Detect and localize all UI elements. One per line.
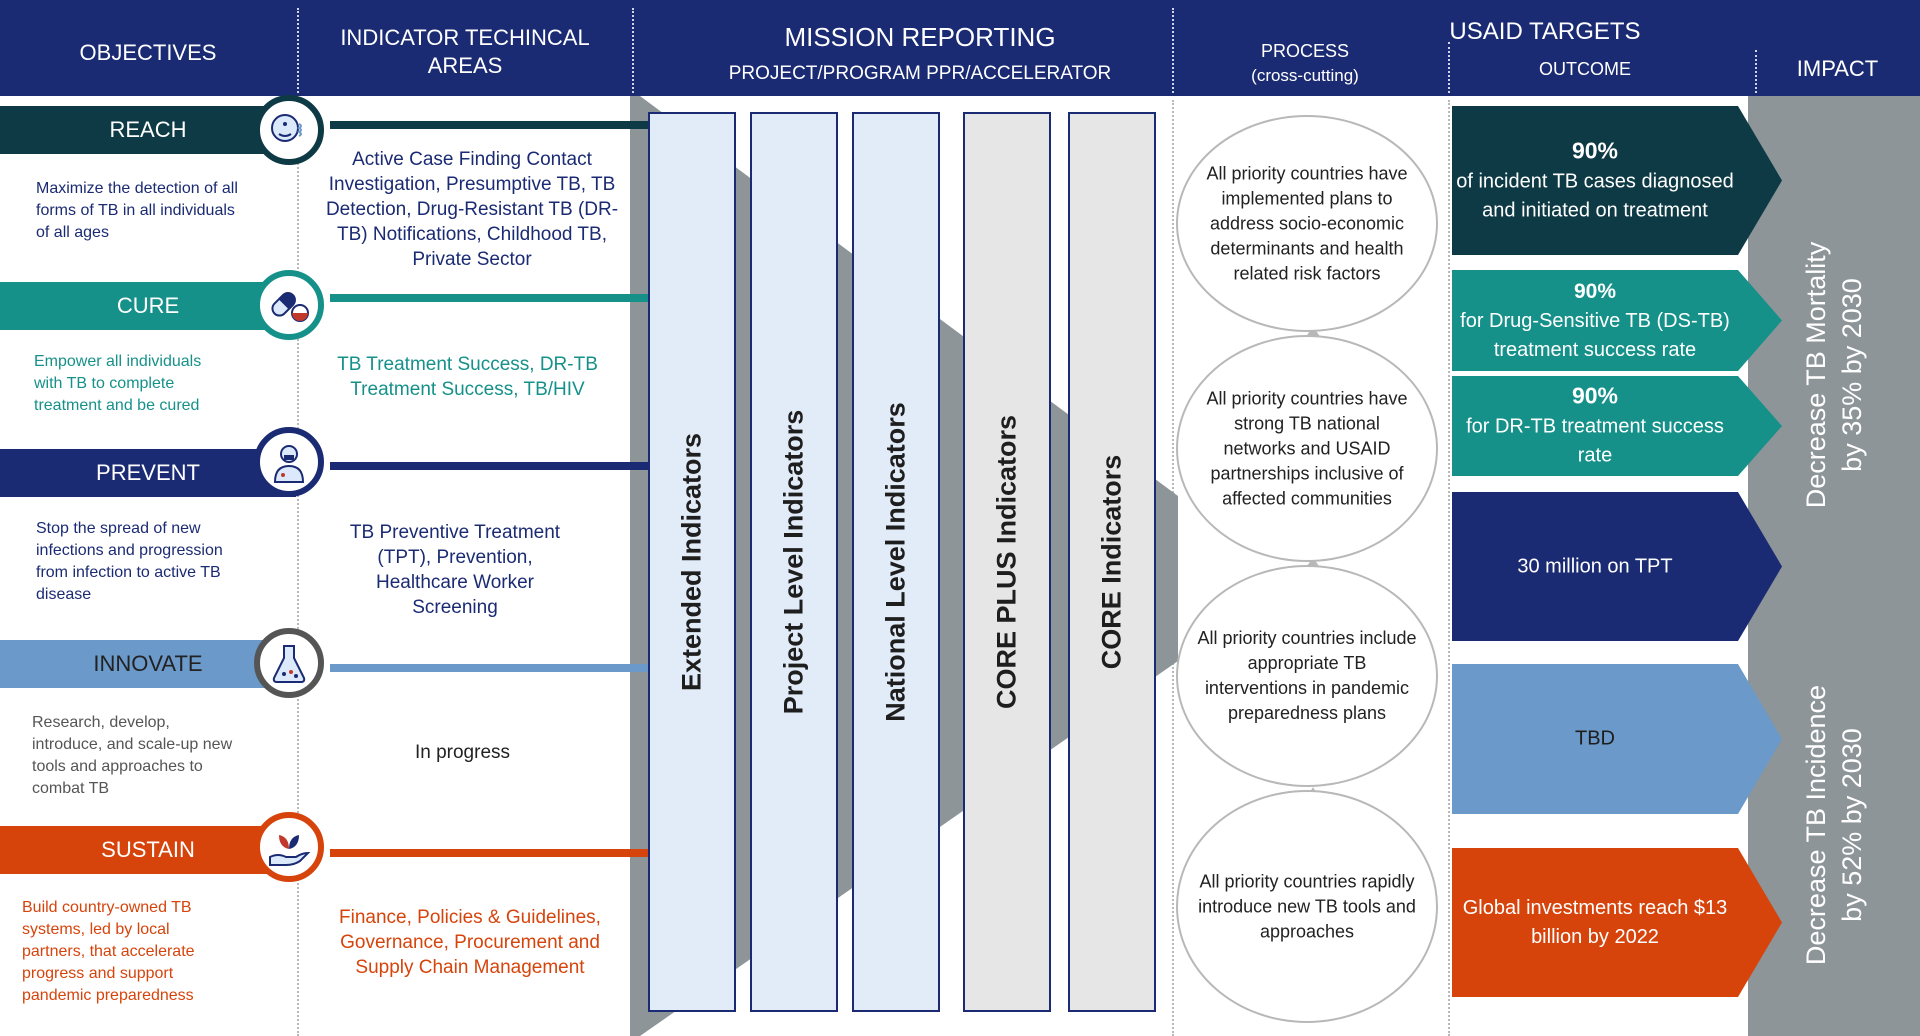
process-node-1: All priority countries have implemented … (1176, 115, 1438, 332)
indicator-column-project: Project Level Indicators (750, 112, 838, 1012)
indicator-label-core-plus: CORE PLUS Indicators (991, 414, 1022, 710)
outcome-text-3: for DR-TB treatment success rate (1466, 415, 1724, 467)
outcome-arrow-shape (1452, 106, 1782, 255)
technical-area-cure: TB Treatment Success, DR-TB Treatment Su… (337, 354, 598, 400)
outcome-arrow-3: 90% for DR-TB treatment success rate (1452, 376, 1782, 476)
connector-innovate (330, 664, 650, 672)
pill-icon (271, 292, 309, 322)
process-node-3: All priority countries include appropria… (1176, 565, 1438, 787)
outcome-text-6: Global investments reach $13 billion by … (1462, 896, 1728, 948)
indicator-label-national: National Level Indicators (880, 402, 911, 722)
header-objectives: OBJECTIVES (79, 40, 217, 65)
objective-description-innovate: Research, develop, introduce, and scale-… (32, 714, 233, 797)
objective-band-prevent: PREVENT (0, 449, 296, 497)
header-impact: IMPACT (1796, 56, 1879, 81)
connector-prevent (330, 462, 650, 470)
outcome-text-5: TBD (1575, 727, 1615, 750)
technical-area-innovate: In progress (414, 742, 511, 763)
person-breathing-icon (271, 114, 302, 142)
doctor-icon (273, 445, 305, 483)
process-text-3: All priority countries include appropria… (1197, 628, 1417, 723)
impact-mortality-line1: Decrease TB Mortality (1801, 241, 1831, 509)
header-usaid-targets: USAID TARGETS (1449, 18, 1641, 45)
process-text-2: All priority countries have strong TB na… (1206, 388, 1408, 508)
header-divider (1448, 42, 1450, 93)
prevent-icon-circle (254, 427, 324, 497)
process-node-4: All priority countries rapidly introduce… (1176, 790, 1438, 1023)
outcome-headline-1: 90% (1571, 137, 1619, 163)
header-divider (632, 8, 634, 93)
impact-incidence-line2: by 52% by 2030 (1837, 728, 1867, 922)
column-divider (1448, 100, 1450, 1036)
outcome-arrow-5: TBD (1452, 664, 1782, 814)
reach-icon-circle (254, 95, 324, 165)
header-technical-areas: INDICATOR TECHINCAL AREAS (340, 25, 590, 78)
outcome-arrow-4: 30 million on TPT (1452, 492, 1782, 641)
impact-mortality-line2: by 35% by 2030 (1837, 278, 1867, 472)
outcome-arrow-1: 90% of incident TB cases diagnosed and in… (1452, 106, 1782, 255)
outcome-arrow-shape (1452, 848, 1782, 997)
hand-plant-icon (269, 835, 311, 866)
outcome-arrow-2: 90% for Drug-Sensitive TB (DS-TB) treatme… (1452, 270, 1782, 371)
outcome-arrow-shape (1452, 664, 1782, 814)
header-divider (297, 8, 299, 93)
impact-incidence-line1: Decrease TB Incidence (1801, 684, 1831, 966)
objective-description-sustain: Build country-owned TB systems, led by l… (22, 899, 195, 1004)
connector-sustain (330, 849, 650, 857)
objective-band-reach: REACH (0, 106, 296, 154)
connector-reach (330, 121, 650, 129)
outcome-headline-3: 90% (1571, 382, 1619, 409)
objective-band-sustain: SUSTAIN (0, 826, 296, 874)
outcome-arrow-shape (1452, 376, 1782, 476)
outcome-arrow-shape (1452, 492, 1782, 641)
objective-band-cure: CURE (0, 282, 296, 330)
outcome-arrow-6: Global investments reach $13 billion by … (1452, 848, 1782, 997)
indicator-label-extended: Extended Indicators (676, 432, 707, 692)
technical-area-sustain: Finance, Policies & Guidelines, Governan… (339, 907, 601, 978)
outcome-headline-2: 90% (1573, 279, 1617, 303)
technical-area-reach: Active Case Finding Contact Investigatio… (325, 149, 619, 270)
header-process-sub: (cross-cutting) (1251, 66, 1359, 85)
objective-description-reach: Maximize the detection of all forms of T… (36, 180, 238, 241)
outcome-text-4: 30 million on TPT (1517, 555, 1673, 577)
process-text-1: All priority countries have implemented … (1206, 163, 1408, 283)
indicator-column-core-plus: CORE PLUS Indicators (963, 112, 1051, 1012)
indicator-column-national: National Level Indicators (852, 112, 940, 1012)
indicator-label-core: CORE Indicators (1096, 454, 1127, 670)
objective-band-innovate: INNOVATE (0, 640, 296, 688)
outcome-text-1: of incident TB cases diagnosed and initi… (1456, 170, 1734, 221)
header-process: PROCESS (1260, 41, 1350, 61)
objective-description-cure: Empower all individuals with TB to compl… (34, 353, 202, 414)
header-mission-sub: PROJECT/PROGRAM PPR/ACCELERATOR (728, 63, 1112, 84)
connector-cure (330, 294, 650, 302)
flask-icon (272, 645, 306, 683)
outcome-arrow-shape (1452, 270, 1782, 371)
objective-description-prevent: Stop the spread of new infections and pr… (36, 520, 223, 603)
indicator-column-core: CORE Indicators (1068, 112, 1156, 1012)
outcome-text-2: for Drug-Sensitive TB (DS-TB) treatment … (1460, 309, 1730, 361)
header-divider (1172, 8, 1174, 93)
header-divider (1755, 50, 1757, 93)
sustain-icon-circle (254, 812, 324, 882)
header-bar (0, 0, 1920, 96)
cure-icon-circle (254, 270, 324, 340)
innovate-icon-circle (254, 628, 324, 698)
header-outcome: OUTCOME (1539, 59, 1631, 79)
indicator-column-extended: Extended Indicators (648, 112, 736, 1012)
process-node-2: All priority countries have strong TB na… (1176, 335, 1438, 562)
technical-area-prevent: TB Preventive Treatment (TPT), Preventio… (349, 522, 561, 618)
process-text-4: All priority countries rapidly introduce… (1198, 871, 1416, 941)
header-mission-reporting: MISSION REPORTING (784, 22, 1056, 52)
column-divider (297, 100, 299, 1036)
indicator-label-project: Project Level Indicators (778, 409, 809, 715)
